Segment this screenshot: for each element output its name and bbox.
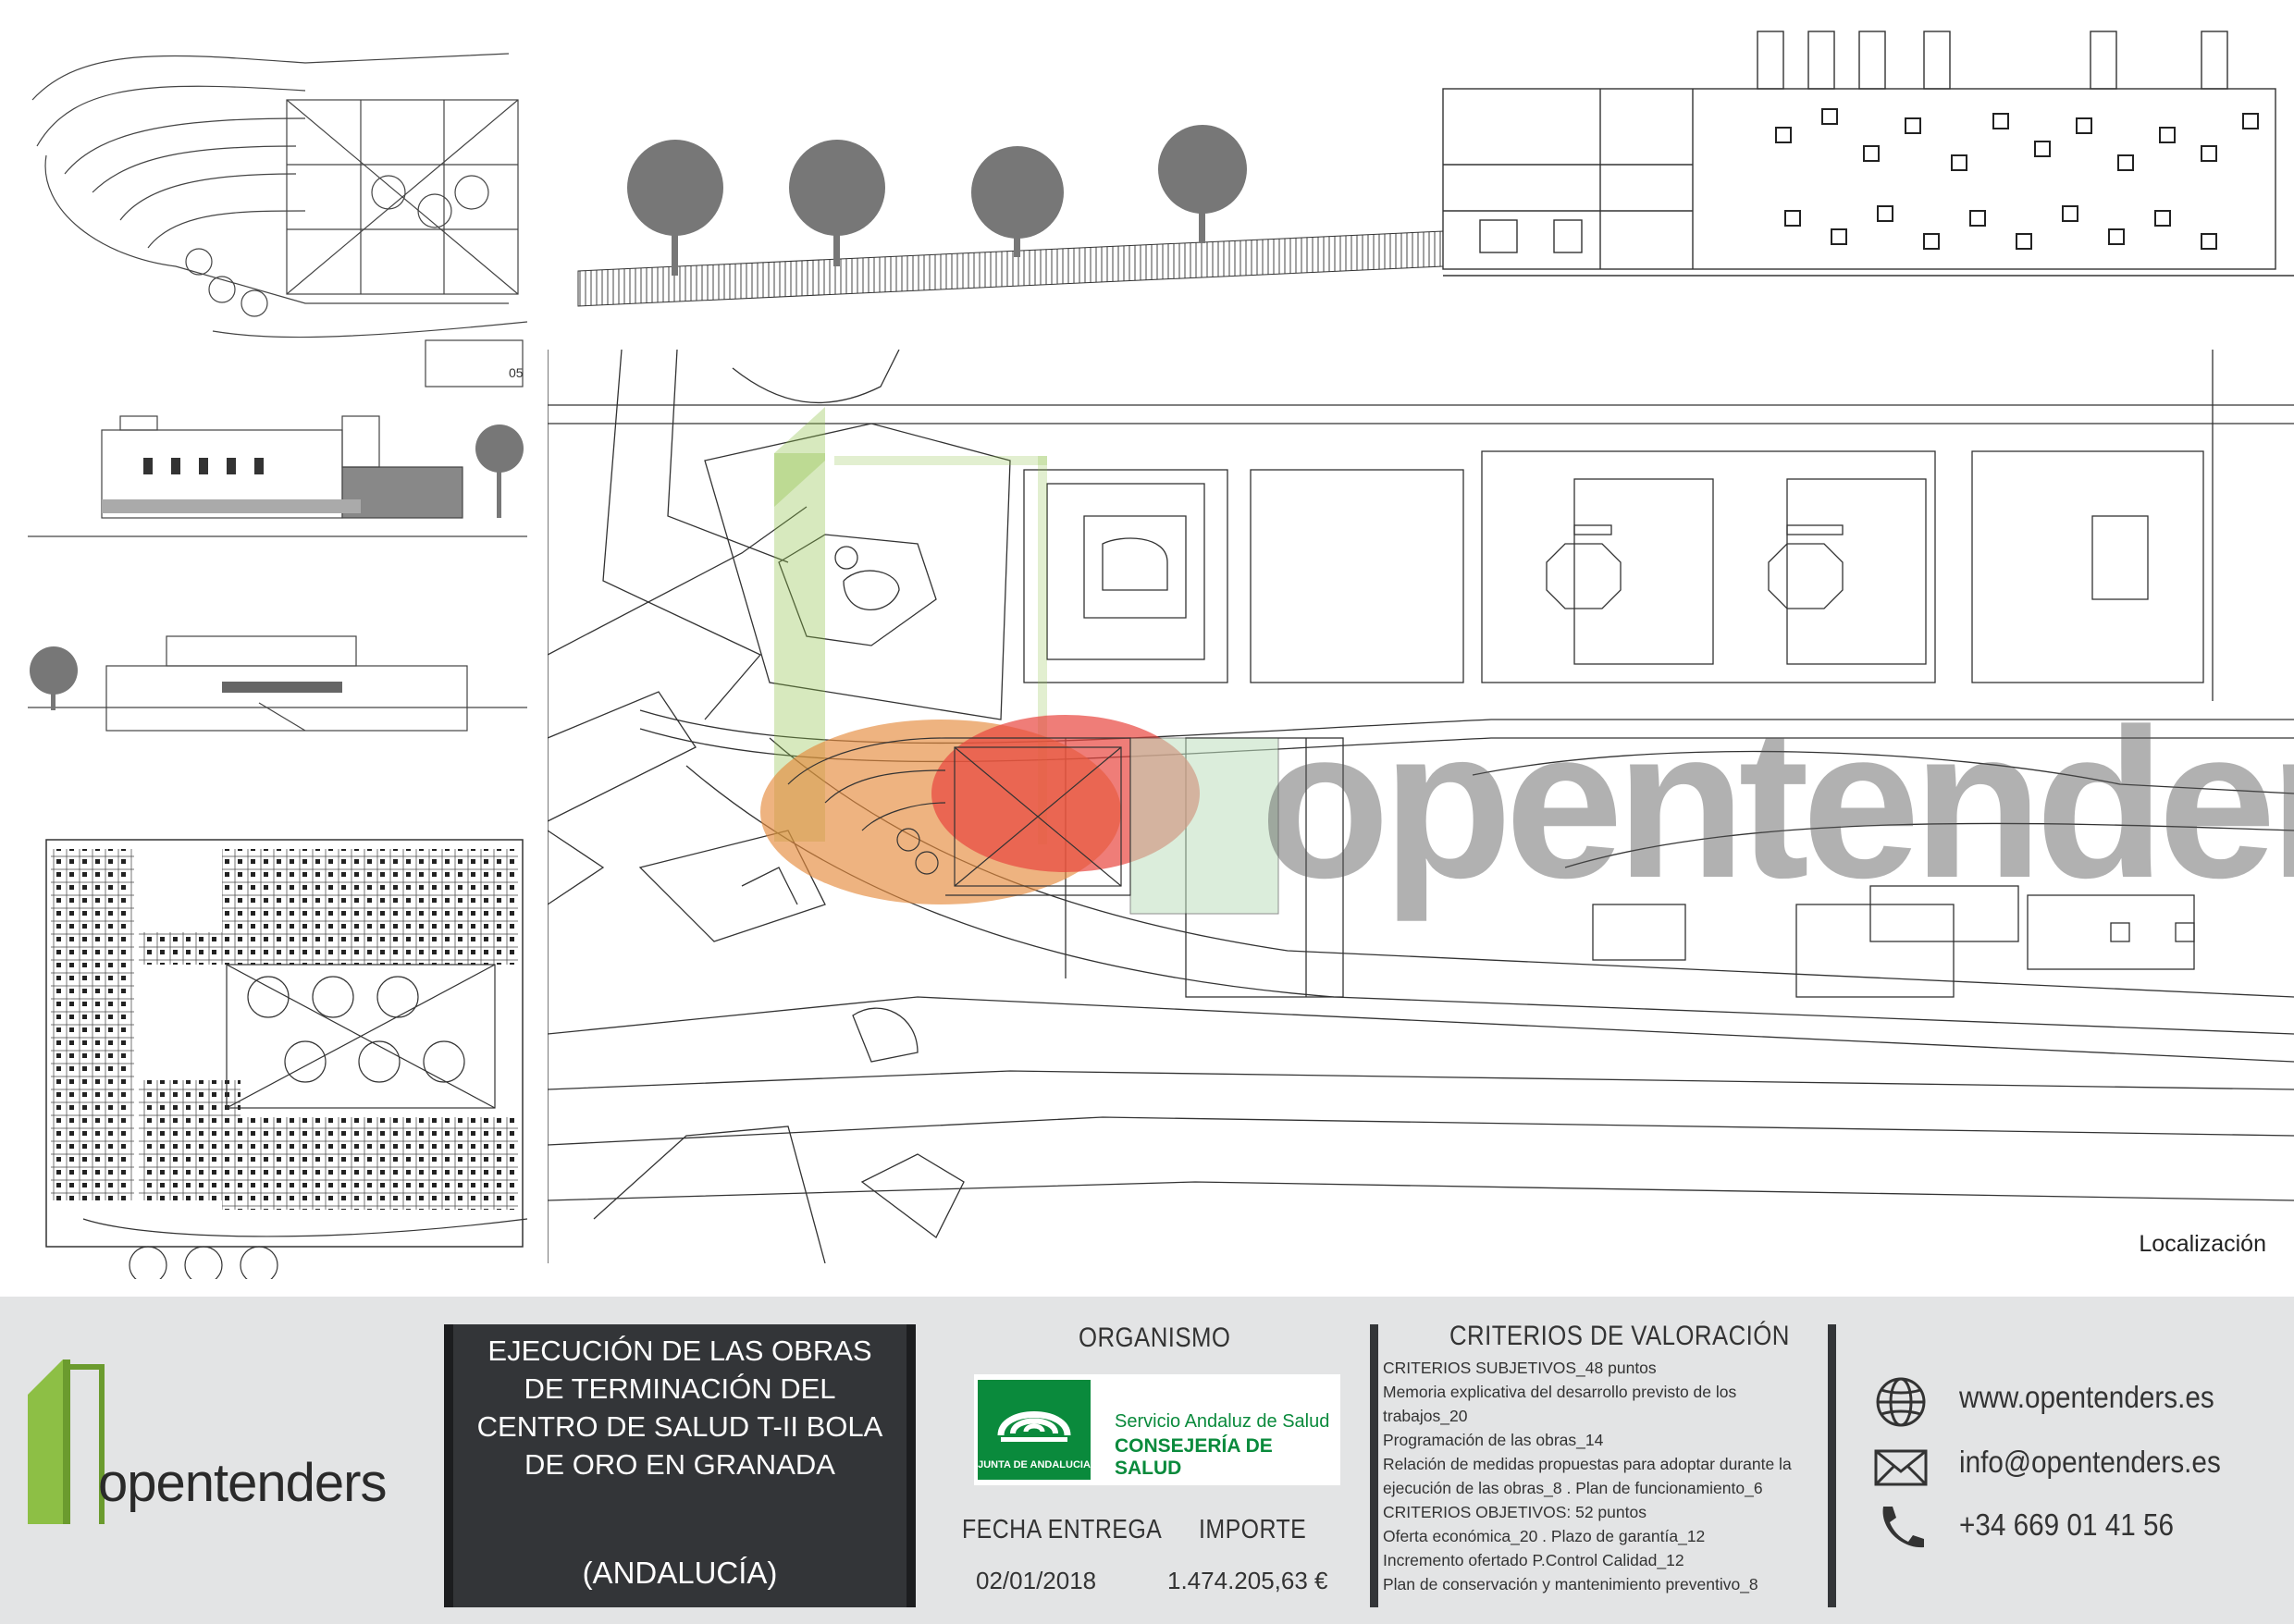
- junta-caption: JUNTA DE ANDALUCIA: [978, 1459, 1091, 1470]
- criterio-line: Programación de las obras_14: [1383, 1431, 1604, 1449]
- criterio-line: trabajos_20: [1383, 1407, 1468, 1425]
- map-caption: Localización: [2139, 1231, 2266, 1257]
- junta-andalucia-logo: JUNTA DE ANDALUCIA: [978, 1380, 1091, 1480]
- criterios-right-bar: [1828, 1324, 1836, 1607]
- location-map: opentenders Localización: [548, 350, 2294, 1263]
- site-plan-thumbnail: 05: [28, 26, 527, 392]
- fecha-label: FECHA ENTREGA: [962, 1515, 1163, 1544]
- organismo-heading: ORGANISMO: [1079, 1323, 1231, 1353]
- organismo-line-2: CONSEJERÍA DE SALUD: [1115, 1435, 1273, 1479]
- svg-text:05: 05: [509, 365, 524, 380]
- importe-label: IMPORTE: [1199, 1515, 1307, 1544]
- phone-icon: [1882, 1507, 1924, 1548]
- contact-web[interactable]: www.opentenders.es: [1959, 1380, 2214, 1414]
- project-title: EJECUCIÓN DE LAS OBRAS DE TERMINACIÓN DE…: [476, 1335, 883, 1481]
- floor-plan-thumbnail: [28, 830, 527, 1279]
- project-title-box: EJECUCIÓN DE LAS OBRAS DE TERMINACIÓN DE…: [444, 1324, 916, 1607]
- house-logo-icon: [28, 1359, 105, 1524]
- criterios-heading: CRITERIOS DE VALORACIÓN: [1449, 1321, 1790, 1351]
- project-region: (ANDALUCÍA): [582, 1556, 778, 1590]
- criterio-line: Plan de conservación y mantenimiento pre…: [1383, 1575, 1758, 1593]
- criterio-line: Relación de medidas propuestas para adop…: [1383, 1455, 1792, 1473]
- elevation-thumbnail-2: [28, 629, 527, 768]
- watermark-top: opentenders: [1260, 684, 2294, 922]
- criterio-line: Memoria explicativa del desarrollo previ…: [1383, 1383, 1737, 1401]
- criterios-left-bar: [1370, 1324, 1378, 1607]
- importe-value: 1.474.205,63 €: [1167, 1567, 1328, 1594]
- criterio-line: ejecución de las obras_8 . Plan de funci…: [1383, 1479, 1763, 1497]
- opentenders-logo: opentenders: [26, 1348, 433, 1533]
- long-elevation-drawing: [574, 26, 2294, 331]
- contact-phone[interactable]: +34 669 01 41 56: [1959, 1507, 2175, 1542]
- envelope-icon: [1874, 1449, 1928, 1486]
- brand-prefix: open: [98, 1453, 215, 1513]
- criterios-list: CRITERIOS SUBJETIVOS_48 puntos Memoria e…: [1383, 1356, 1827, 1596]
- globe-icon: [1876, 1377, 1926, 1427]
- brand-suffix: enders: [228, 1453, 387, 1513]
- organismo-line-1: Servicio Andaluz de Salud: [1115, 1411, 1330, 1432]
- organismo-logo-card: JUNTA DE ANDALUCIA Servicio Andaluz de S…: [974, 1374, 1340, 1485]
- junta-emblem-icon: [997, 1411, 1071, 1442]
- criterio-line: CRITERIOS OBJETIVOS: 52 puntos: [1383, 1503, 1646, 1521]
- fecha-value: 02/01/2018: [976, 1567, 1097, 1594]
- criterio-line: Oferta económica_20 . Plazo de garantía_…: [1383, 1527, 1706, 1545]
- criterio-line: CRITERIOS SUBJETIVOS_48 puntos: [1383, 1359, 1657, 1377]
- criterio-line: Incremento ofertado P.Control Calidad_12: [1383, 1551, 1684, 1569]
- contact-email[interactable]: info@opentenders.es: [1959, 1445, 2221, 1479]
- elevation-thumbnail-1: [28, 402, 527, 583]
